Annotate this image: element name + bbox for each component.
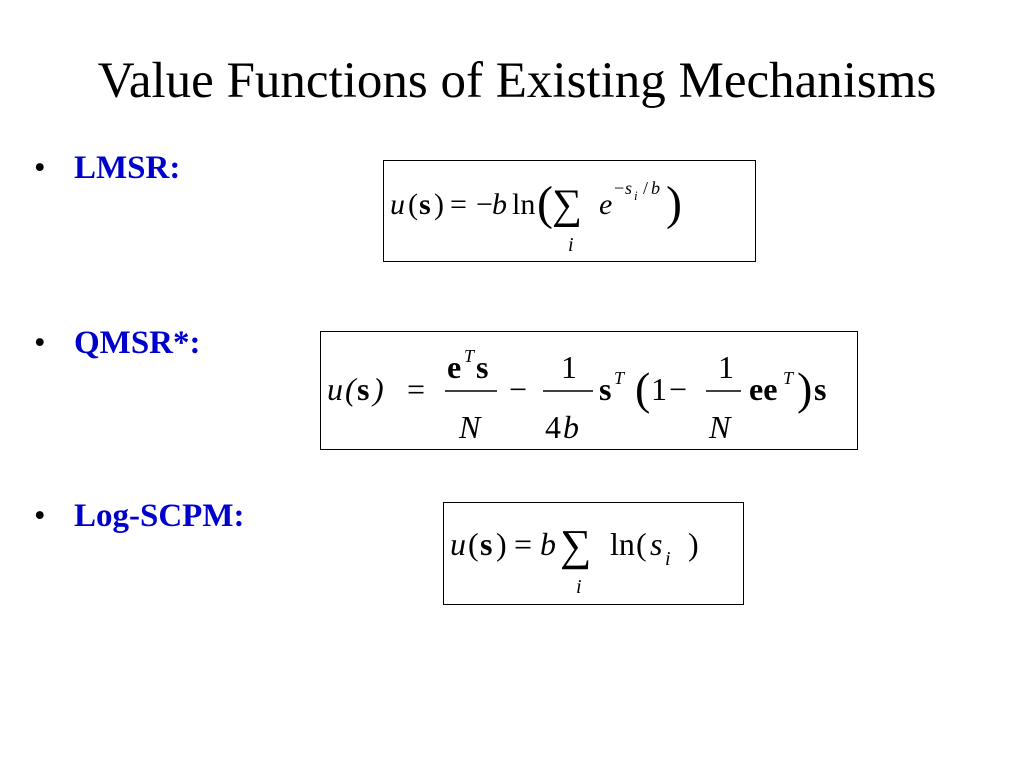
eq-symbol: −: [614, 178, 624, 198]
bullet-dot: •: [34, 150, 46, 186]
equation-box-logscpm: u ( s ) = b ∑ i ln ( s i ): [443, 502, 744, 605]
eq-symbol: ∑: [560, 521, 591, 570]
bullet-dot: •: [34, 498, 46, 534]
eq-symbol: e: [447, 349, 461, 385]
eq-symbol: s: [480, 526, 492, 562]
eq-symbol: (: [468, 526, 479, 562]
eq-symbol: 1: [718, 349, 734, 385]
eq-symbol: u: [450, 526, 466, 562]
eq-symbol: T: [614, 368, 626, 388]
eq-symbol: ln: [610, 526, 635, 562]
equation-box-lmsr: u ( s ) = − b ln ( ∑ i e − s i / b ): [383, 160, 756, 262]
eq-symbol: ): [666, 177, 682, 230]
eq-symbol: u: [327, 371, 343, 407]
eq-symbol: i: [568, 234, 574, 256]
eq-symbol: b: [492, 188, 507, 221]
equation-logscpm: u ( s ) = b ∑ i ln ( s i ): [450, 521, 699, 598]
eq-symbol: b: [540, 526, 556, 562]
eq-symbol: −: [669, 371, 687, 407]
bullet-label-logscpm: Log-SCPM:: [74, 498, 245, 534]
eq-symbol: s: [419, 188, 431, 221]
eq-symbol: s: [476, 349, 488, 385]
eq-symbol: ): [496, 526, 507, 562]
eq-symbol: i: [576, 576, 582, 598]
eq-symbol: i: [634, 188, 638, 203]
eq-symbol: N: [708, 409, 732, 445]
eq-symbol: s: [625, 178, 632, 198]
eq-symbol: ee: [749, 371, 777, 407]
eq-symbol: =: [450, 188, 467, 221]
equation-lmsr: u ( s ) = − b ln ( ∑ i e − s i / b ): [390, 177, 682, 256]
eq-symbol: 1: [651, 371, 667, 407]
eq-symbol: b: [651, 178, 660, 198]
eq-symbol: (: [537, 177, 553, 230]
eq-symbol: ): [434, 188, 444, 221]
eq-symbol: u: [390, 188, 405, 221]
eq-symbol: ): [688, 526, 699, 562]
eq-symbol: ): [797, 363, 812, 414]
bullet-qmsr: • QMSR*:: [34, 325, 201, 362]
eq-symbol: (: [345, 371, 358, 407]
bullet-lmsr: • LMSR:: [34, 150, 180, 187]
slide-title: Value Functions of Existing Mechanisms: [97, 53, 937, 109]
equation-qmsr: u ( s ) = e T s N − 1 4 b s T ( 1 − 1 N …: [327, 346, 826, 445]
eq-symbol: (: [408, 188, 418, 221]
equation-box-qmsr: u ( s ) = e T s N − 1 4 b s T ( 1 − 1 N …: [320, 331, 858, 450]
eq-symbol: ln: [512, 188, 535, 221]
eq-symbol: =: [514, 526, 532, 562]
eq-symbol: N: [458, 409, 482, 445]
eq-symbol: ∑: [552, 182, 582, 228]
eq-symbol: (: [635, 363, 650, 414]
eq-symbol: s: [599, 371, 611, 407]
eq-symbol: i: [665, 548, 671, 570]
bullet-label-lmsr: LMSR:: [74, 150, 181, 186]
bullet-dot: •: [34, 325, 46, 361]
bullet-label-qmsr: QMSR*:: [74, 325, 201, 361]
eq-symbol: b: [563, 409, 579, 445]
eq-symbol: /: [643, 178, 648, 198]
eq-symbol: T: [464, 346, 476, 366]
eq-symbol: 1: [561, 349, 577, 385]
bullet-logscpm: • Log-SCPM:: [34, 498, 244, 535]
eq-symbol: s: [650, 526, 662, 562]
eq-symbol: s: [357, 371, 369, 407]
eq-symbol: −: [509, 371, 527, 407]
eq-symbol: =: [407, 371, 425, 407]
eq-symbol: −: [476, 188, 493, 221]
eq-symbol: e: [599, 188, 612, 221]
eq-symbol: (: [636, 526, 647, 562]
eq-symbol: ): [371, 371, 384, 407]
eq-symbol: 4: [545, 409, 561, 445]
eq-symbol: s: [814, 371, 826, 407]
eq-symbol: T: [783, 368, 795, 388]
